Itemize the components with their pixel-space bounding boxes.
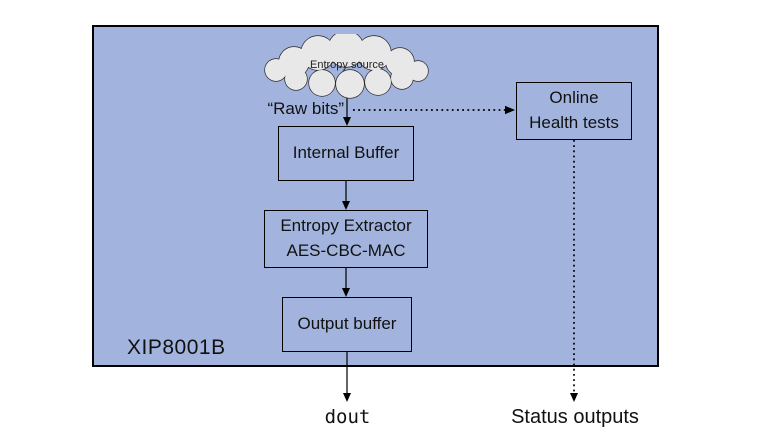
- extractor-label-line2: AES-CBC-MAC: [286, 241, 406, 260]
- extractor-to-output-arrow: [342, 268, 350, 297]
- raw-bits-to-health-arrow: [353, 105, 515, 115]
- cloud-icon: [264, 34, 429, 99]
- health-label-line2: Health tests: [529, 113, 619, 132]
- entropy-source-cloud: Entropy source: [258, 34, 436, 100]
- output-buffer-box: Output buffer: [282, 297, 412, 352]
- chip-label: XIP8001B: [127, 336, 226, 359]
- dout-arrow: [343, 352, 351, 402]
- online-health-tests-box: Online Health tests: [516, 82, 632, 140]
- status-outputs-label: Status outputs: [511, 406, 639, 428]
- raw-bits-label: “Raw bits”: [267, 99, 344, 118]
- health-label-line1: Online: [549, 88, 599, 108]
- cloud-label: Entropy source: [310, 59, 384, 71]
- dout-label: dout: [324, 406, 371, 428]
- status-arrow: [570, 140, 578, 402]
- extractor-label-line1: Entropy Extractor: [280, 216, 412, 236]
- internal-buffer-label: Internal Buffer: [292, 143, 400, 163]
- entropy-extractor-box: Entropy Extractor AES-CBC-MAC: [264, 210, 428, 268]
- internal-buffer-box: Internal Buffer: [278, 126, 414, 181]
- output-buffer-label: Output buffer: [297, 314, 397, 334]
- buffer-to-extractor-arrow: [342, 181, 350, 210]
